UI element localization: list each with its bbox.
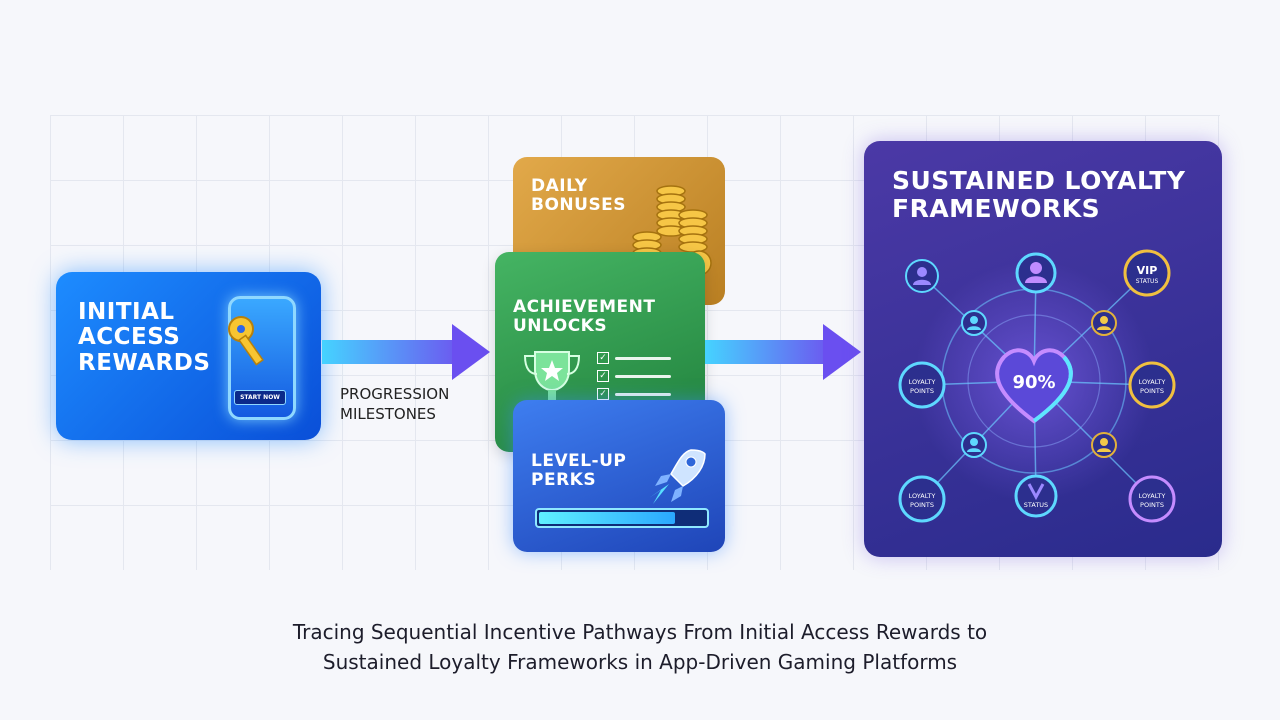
sustained-title-line-2: FRAMEWORKS bbox=[892, 193, 1101, 223]
initial-access-rewards-card[interactable]: INITIAL ACCESS REWARDS START NOW bbox=[56, 272, 321, 440]
levelup-title-line-1: LEVEL-UP bbox=[531, 451, 627, 471]
heart-icon bbox=[995, 348, 1073, 424]
loyalty-points-badge: LOYALTY POINTS bbox=[1128, 361, 1176, 409]
daily-title-line-1: DAILY bbox=[531, 176, 588, 196]
key-icon bbox=[228, 316, 264, 366]
sustained-loyalty-frameworks-card[interactable]: SUSTAINED LOYALTY FRAMEWORKS 90% bbox=[864, 141, 1222, 557]
start-now-button[interactable]: START NOW bbox=[234, 390, 286, 405]
daily-card-title: DAILY BONUSES bbox=[531, 177, 626, 214]
sustained-card-title: SUSTAINED LOYALTY FRAMEWORKS bbox=[892, 167, 1185, 222]
connector-label-line-2: MILESTONES bbox=[340, 405, 436, 424]
daily-title-line-2: BONUSES bbox=[531, 194, 627, 215]
progression-milestones-label: PROGRESSION MILESTONES bbox=[340, 384, 480, 425]
svg-text:LOYALTY: LOYALTY bbox=[1139, 378, 1166, 386]
user-icon bbox=[961, 310, 987, 336]
user-icon bbox=[1015, 252, 1057, 294]
figure-caption: Tracing Sequential Incentive Pathways Fr… bbox=[0, 617, 1280, 677]
user-icon bbox=[905, 259, 939, 293]
user-icon bbox=[961, 432, 987, 458]
loyalty-network: 90% VIP STATUS bbox=[898, 249, 1176, 523]
svg-text:POINTS: POINTS bbox=[910, 387, 934, 395]
rocket-icon bbox=[649, 449, 706, 504]
initial-title-line-3: REWARDS bbox=[78, 349, 211, 376]
svg-text:LOYALTY: LOYALTY bbox=[909, 378, 936, 386]
loyalty-points-badge: LOYALTY POINTS bbox=[1128, 475, 1176, 523]
loyalty-points-badge: LOYALTY POINTS bbox=[898, 475, 946, 523]
achievement-title-line-1: ACHIEVEMENT bbox=[513, 297, 656, 317]
arrow-head-1 bbox=[452, 324, 490, 380]
svg-text:VIP: VIP bbox=[1137, 264, 1158, 277]
svg-text:POINTS: POINTS bbox=[1140, 387, 1164, 395]
user-icon bbox=[1091, 310, 1117, 336]
vip-status-badge: VIP STATUS bbox=[1123, 249, 1171, 297]
caption-line-2: Sustained Loyalty Frameworks in App-Driv… bbox=[322, 650, 958, 674]
svg-text:POINTS: POINTS bbox=[910, 501, 934, 509]
connector-label-line-1: PROGRESSION bbox=[340, 385, 450, 403]
levelup-card-title: LEVEL-UP PERKS bbox=[531, 452, 626, 489]
achievement-title-line-2: UNLOCKS bbox=[513, 315, 608, 336]
svg-text:STATUS: STATUS bbox=[1136, 278, 1159, 285]
achievement-card-title: ACHIEVEMENT UNLOCKS bbox=[513, 298, 655, 335]
svg-text:STATUS: STATUS bbox=[1024, 501, 1048, 509]
user-icon bbox=[1091, 432, 1117, 458]
phone-icon: START NOW bbox=[228, 296, 296, 420]
initial-title-line-1: INITIAL bbox=[78, 299, 175, 325]
level-progress-bar bbox=[535, 508, 709, 528]
caption-line-1: Tracing Sequential Incentive Pathways Fr… bbox=[292, 620, 988, 644]
status-badge: STATUS bbox=[1014, 474, 1058, 518]
sustained-title-line-1: SUSTAINED LOYALTY bbox=[892, 166, 1186, 195]
arrow-head-2 bbox=[823, 324, 861, 380]
level-up-perks-card[interactable]: LEVEL-UP PERKS bbox=[513, 400, 725, 552]
coins-icon bbox=[618, 185, 712, 276]
svg-text:POINTS: POINTS bbox=[1140, 501, 1164, 509]
level-progress-fill bbox=[539, 512, 675, 524]
loyalty-points-badge: LOYALTY POINTS bbox=[898, 361, 946, 409]
loyalty-percentage: 90% bbox=[1012, 372, 1055, 393]
svg-text:LOYALTY: LOYALTY bbox=[1139, 492, 1166, 500]
initial-card-title: INITIAL ACCESS REWARDS bbox=[78, 299, 211, 376]
arrow-connector-1 bbox=[322, 340, 454, 364]
levelup-title-line-2: PERKS bbox=[531, 469, 597, 490]
initial-title-line-2: ACCESS bbox=[78, 324, 181, 351]
arrow-connector-2 bbox=[705, 340, 825, 364]
svg-text:LOYALTY: LOYALTY bbox=[909, 492, 936, 500]
